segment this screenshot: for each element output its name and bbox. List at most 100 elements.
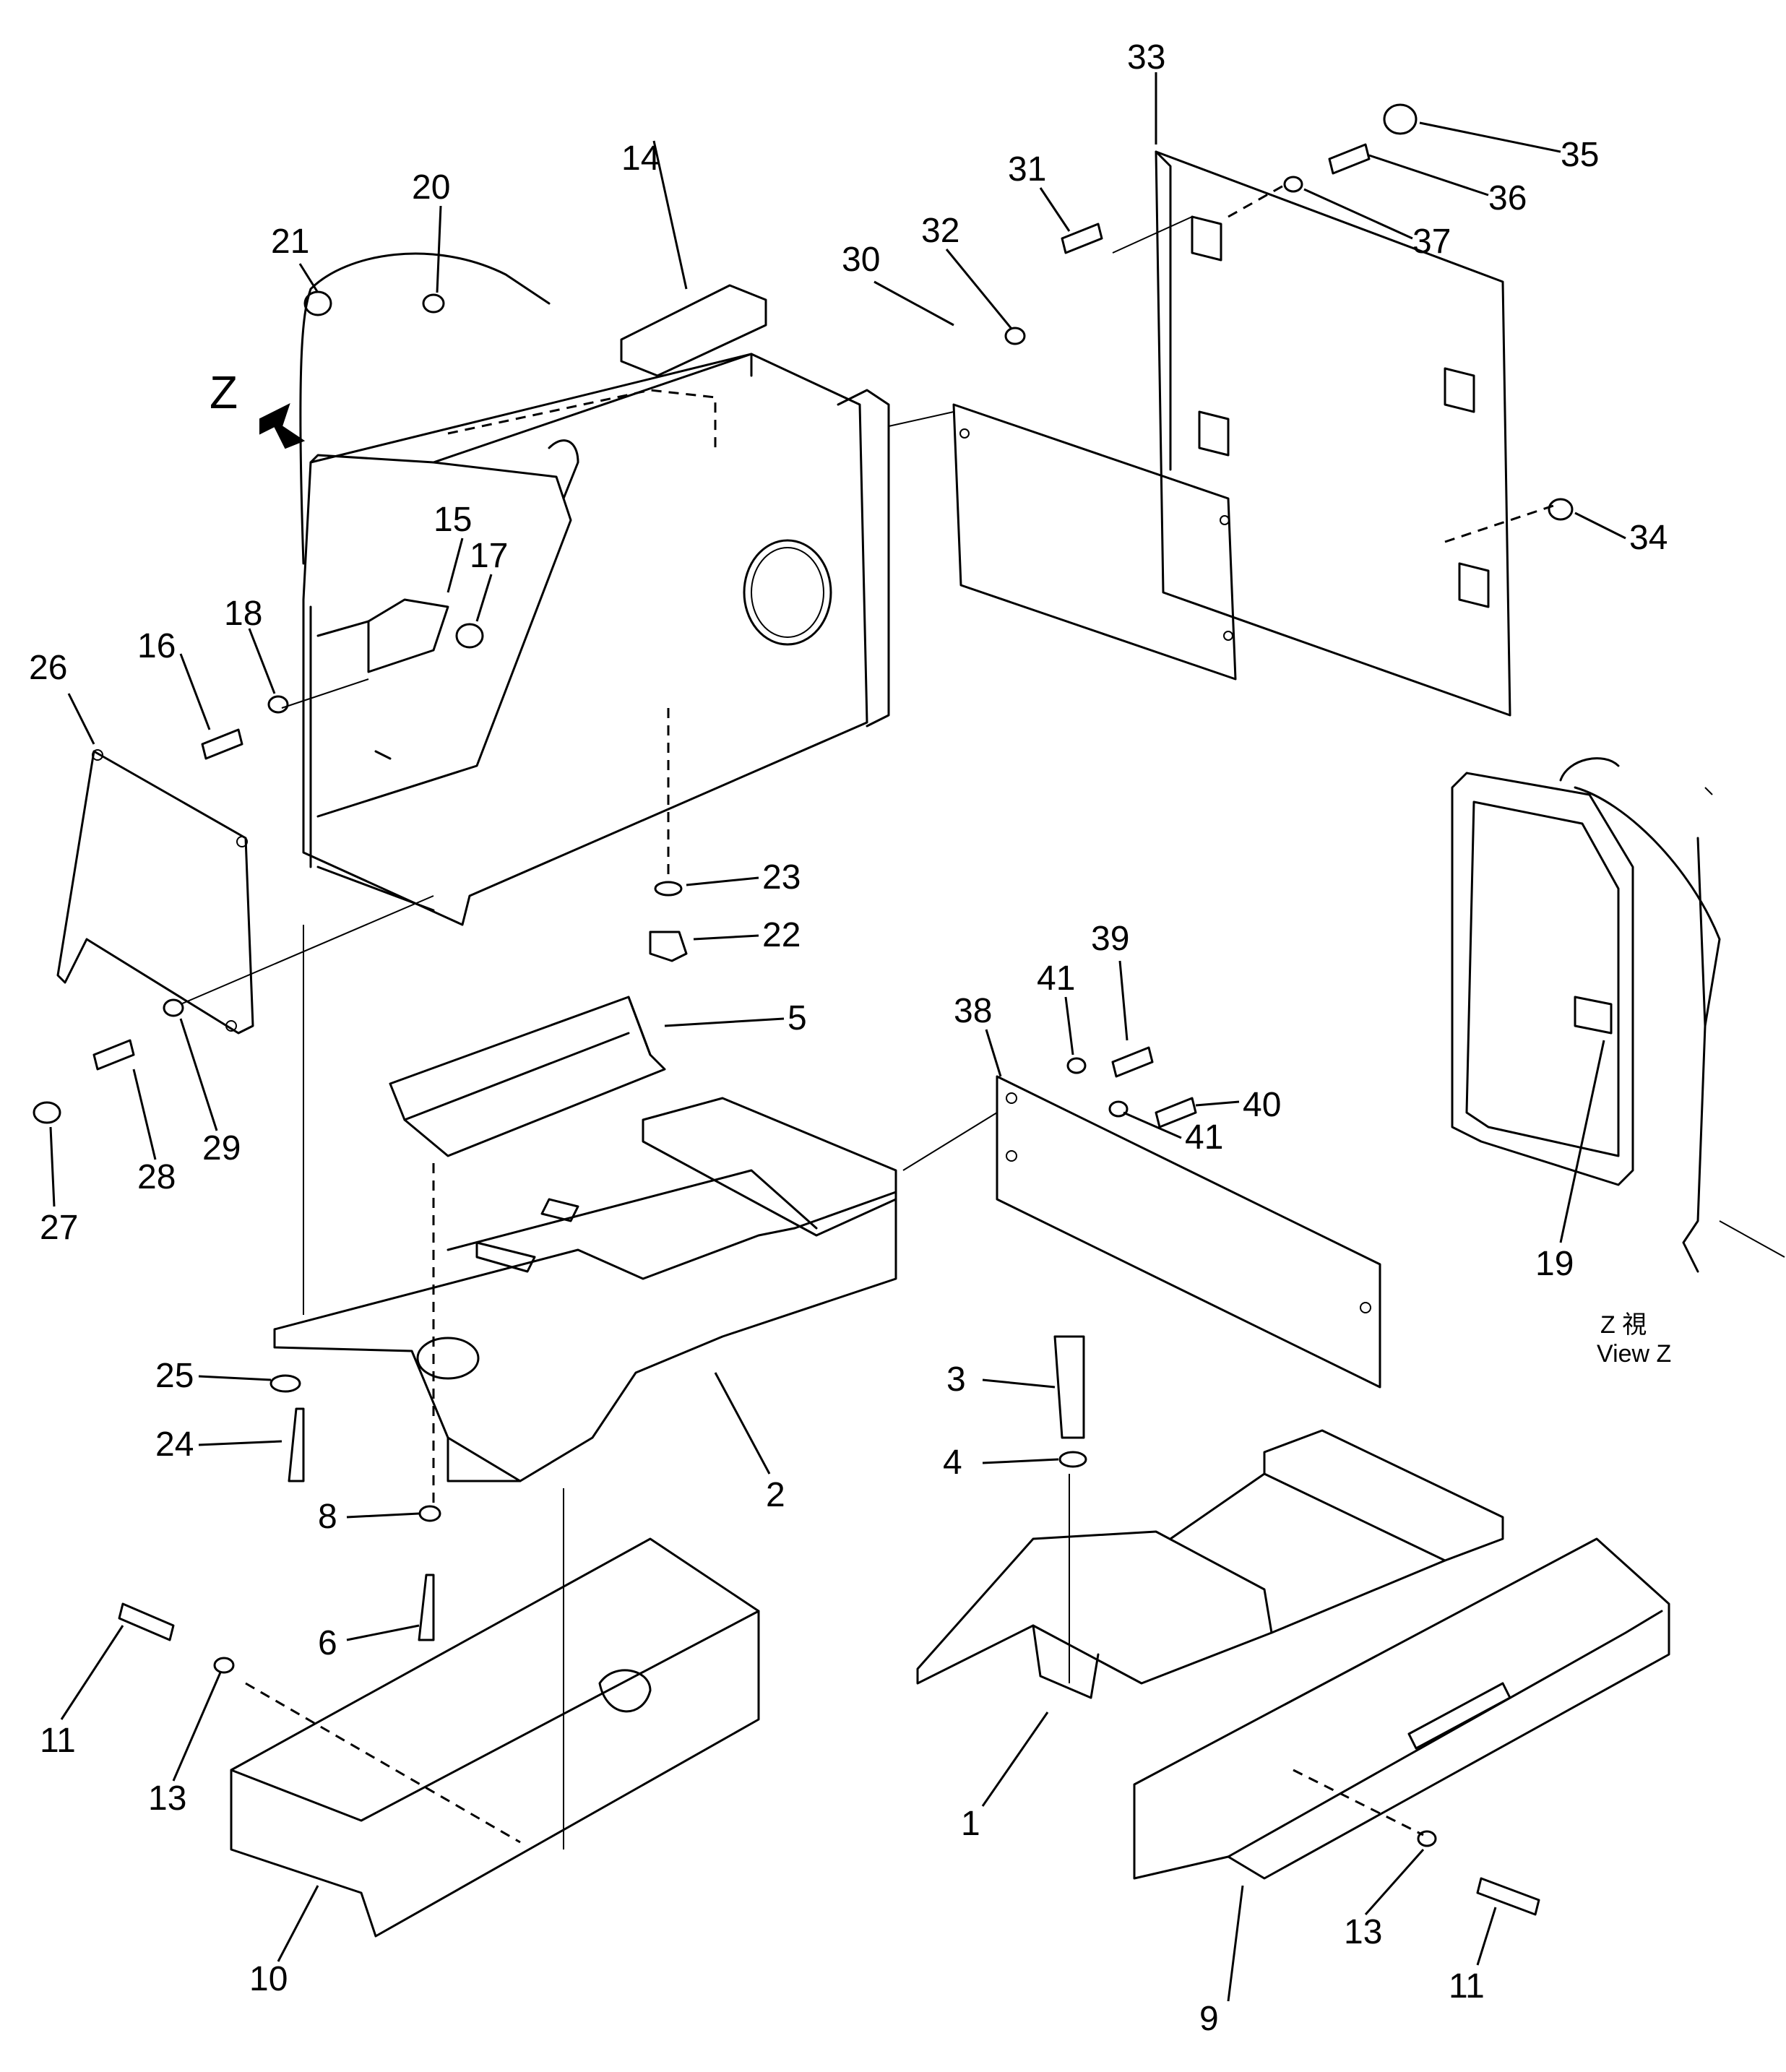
leader-line — [298, 263, 319, 293]
callout-1: 1 — [961, 1805, 980, 1843]
callout-38: 38 — [954, 992, 992, 1030]
leader-line — [693, 934, 759, 941]
callout-20: 20 — [412, 168, 450, 207]
washer-13b — [1417, 1830, 1437, 1847]
bolt-31 — [1061, 223, 1103, 254]
callout-11a: 11 — [40, 1722, 76, 1760]
leader-line — [945, 249, 1013, 329]
leader-line — [132, 1069, 157, 1160]
leader-line — [985, 1029, 1002, 1077]
bolt-3 — [1053, 1335, 1085, 1439]
callout-19: 19 — [1535, 1245, 1574, 1283]
callout-22: 22 — [762, 916, 801, 954]
leader-line — [1364, 1849, 1425, 1915]
leader-line — [49, 1126, 56, 1207]
hardware-parts — [33, 103, 1574, 1916]
frame-part — [273, 1097, 897, 1482]
callout-40: 40 — [1243, 1086, 1281, 1124]
leader-line — [179, 1018, 218, 1131]
leader-line — [277, 1885, 319, 1962]
leader-line — [1064, 996, 1074, 1056]
callout-30: 30 — [842, 241, 880, 279]
washer-29 — [163, 998, 184, 1017]
guard-9 — [1133, 1537, 1670, 1880]
leader-line — [198, 1440, 282, 1446]
leader-line — [1039, 187, 1071, 232]
leader-line — [248, 628, 276, 694]
washer-13a — [213, 1657, 235, 1674]
callout-25: 25 — [155, 1357, 194, 1395]
callout-37: 37 — [1412, 223, 1451, 261]
bolt-16 — [201, 728, 243, 760]
callout-24: 24 — [155, 1425, 194, 1464]
bolt-24 — [288, 1407, 305, 1482]
callout-26: 26 — [29, 649, 67, 687]
callout-34: 34 — [1629, 519, 1668, 557]
leader-line — [67, 693, 95, 745]
nut-17 — [455, 623, 484, 649]
callout-6: 6 — [318, 1624, 337, 1662]
callout-13b: 13 — [1344, 1913, 1382, 1951]
plug-21 — [303, 290, 332, 316]
leader-line — [1303, 188, 1413, 240]
leader-line — [172, 1672, 222, 1782]
plug-22 — [649, 931, 688, 962]
callout-3: 3 — [946, 1360, 966, 1399]
view-caption-en: View Z — [1597, 1340, 1671, 1368]
view-caption-jp: Z 視 — [1600, 1311, 1647, 1339]
washer-25 — [269, 1374, 301, 1393]
bolt-11a — [118, 1602, 175, 1641]
callout-11b: 11 — [1449, 1967, 1485, 2006]
bolt-36 — [1328, 143, 1371, 175]
leader-line — [982, 1458, 1059, 1464]
leader-line — [346, 1624, 420, 1641]
view-letter: Z — [210, 366, 238, 418]
callout-32: 32 — [921, 212, 959, 250]
bolt-28 — [92, 1039, 135, 1071]
callout-14: 14 — [621, 139, 660, 178]
leader-line — [981, 1711, 1049, 1807]
washer-41b — [1108, 1100, 1129, 1118]
bolt-40 — [1155, 1097, 1197, 1128]
leader-line — [1559, 1040, 1605, 1243]
leader-line — [447, 538, 464, 593]
cover-plate-26 — [56, 749, 254, 1035]
leader-line — [1574, 511, 1626, 540]
callout-39: 39 — [1091, 920, 1129, 958]
panel-33 — [1155, 150, 1511, 717]
washer-4 — [1058, 1451, 1087, 1468]
plug-34 — [1548, 498, 1574, 521]
callout-21: 21 — [271, 223, 309, 261]
cap-35 — [1383, 103, 1418, 135]
callout-23: 23 — [762, 858, 801, 897]
washer-32 — [1004, 327, 1026, 345]
callout-8: 8 — [318, 1498, 337, 1536]
oring-23 — [654, 881, 683, 897]
callout-13a: 13 — [148, 1779, 186, 1818]
leader-line — [982, 1378, 1056, 1389]
leader-line — [873, 280, 954, 327]
leader-line — [652, 140, 688, 290]
cap-27 — [33, 1101, 61, 1124]
bolt-11b — [1476, 1877, 1540, 1916]
washer-8 — [418, 1505, 441, 1522]
callout-10: 10 — [249, 1960, 288, 1998]
bolt-39 — [1111, 1046, 1154, 1078]
callout-41b: 41 — [1185, 1118, 1223, 1157]
leader-line — [1368, 154, 1489, 197]
view-z-arrow — [259, 403, 306, 449]
callout-9: 9 — [1199, 2000, 1219, 2038]
view-z-inset — [1451, 757, 1785, 1273]
callout-4: 4 — [943, 1443, 962, 1482]
tank-housing-part — [299, 252, 890, 926]
callout-36: 36 — [1488, 179, 1527, 217]
callout-5: 5 — [788, 999, 807, 1037]
leader-line — [346, 1512, 420, 1519]
leader-line — [714, 1372, 771, 1475]
callout-29: 29 — [202, 1129, 241, 1167]
assembly-lines — [180, 183, 1554, 1849]
leader-line — [1419, 121, 1561, 153]
tray-part — [389, 996, 666, 1157]
leader-line — [1476, 1907, 1497, 1966]
